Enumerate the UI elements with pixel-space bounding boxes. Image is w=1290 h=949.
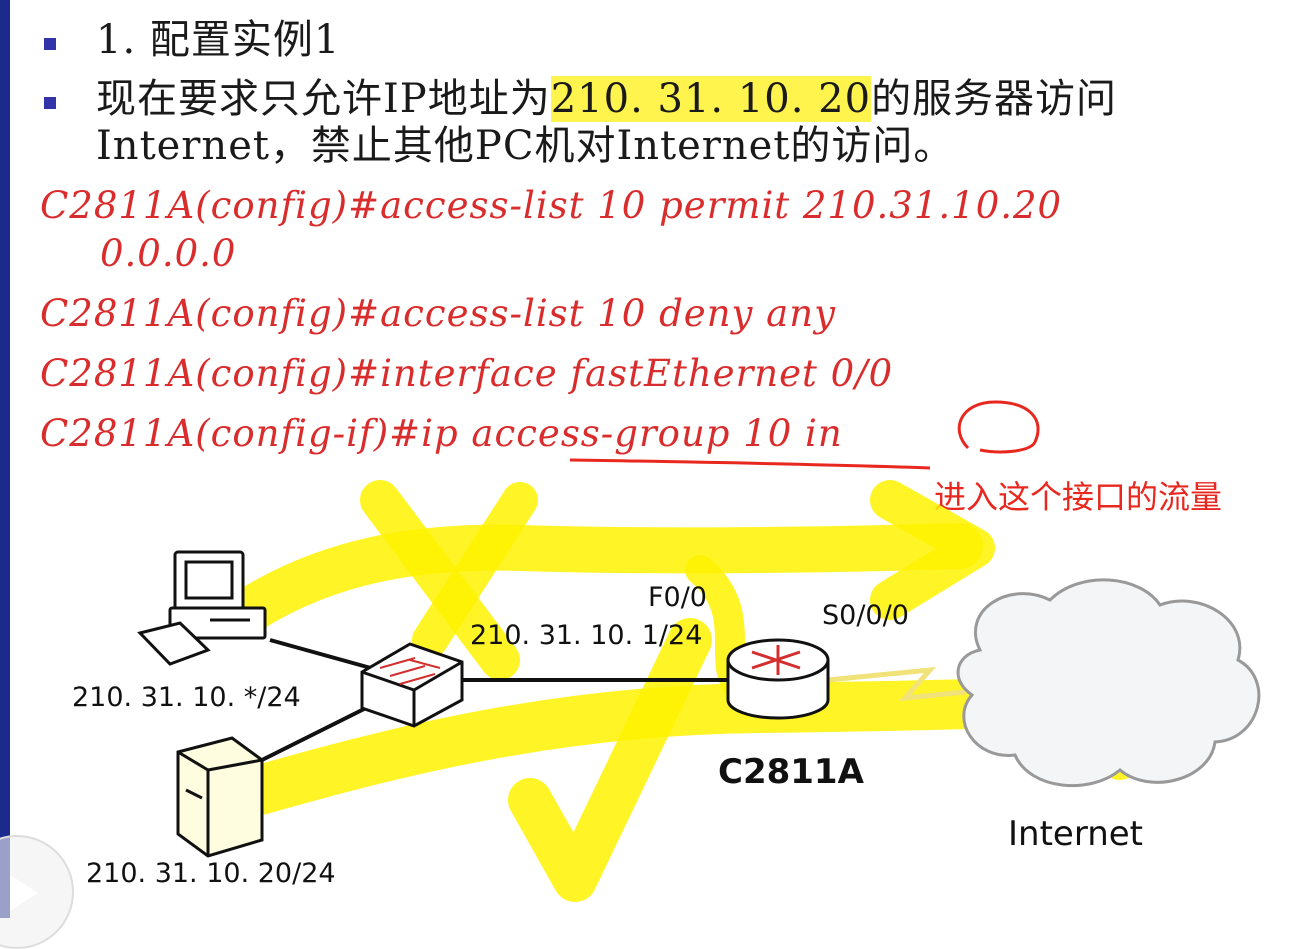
- bullet-marker: [44, 97, 56, 109]
- switch-icon: [360, 642, 464, 728]
- f00-ip-label: 210. 31. 10. 1/24: [470, 620, 703, 651]
- serial-link-zigzag: [827, 666, 966, 702]
- play-icon: [10, 875, 38, 911]
- slide-item-2-line-1: 现在要求只允许IP地址为210. 31. 10. 20的服务器访问: [96, 76, 1118, 122]
- highlighted-server-ip: 210. 31. 10. 20: [550, 76, 872, 122]
- command-line-1-wildcard: 0.0.0.0: [100, 232, 237, 275]
- server-ip-label: 210. 31. 10. 20/24: [86, 858, 336, 889]
- highlighter-cross-left: [360, 480, 520, 680]
- pc-icon: [137, 550, 267, 666]
- link-pc-switch: [269, 638, 379, 672]
- highlighter-check: [508, 618, 712, 902]
- bullet-marker: [44, 38, 56, 50]
- router-name-label: C2811A: [718, 752, 864, 792]
- requirement-text-end: 的服务器访问: [871, 76, 1118, 122]
- red-markup: [569, 400, 1040, 470]
- internet-label: Internet: [1008, 814, 1144, 854]
- inbound-traffic-annotation: 进入这个接口的流量: [934, 478, 1223, 516]
- router-icon: [726, 638, 830, 720]
- f00-interface-label: F0/0: [648, 582, 707, 613]
- link-server-switch: [261, 698, 383, 762]
- network-links: [261, 638, 728, 762]
- command-line-2: C2811A(config)#access-list 10 deny any: [40, 292, 836, 335]
- in-circle-mark: [957, 400, 1040, 454]
- server-icon: [176, 736, 264, 858]
- highlighter-arrowhead-top: [870, 480, 995, 620]
- slide-left-accent-bar: [0, 0, 10, 918]
- slide-item-1: 1. 配置实例1: [96, 17, 341, 63]
- command-line-4: C2811A(config-if)#ip access-group 10 in: [40, 412, 843, 455]
- command-line-1: C2811A(config)#access-list 10 permit 210…: [40, 184, 1063, 227]
- cloud-icon: [956, 578, 1261, 788]
- diagram-canvas: [137, 400, 1261, 902]
- underline-mark: [569, 458, 931, 470]
- requirement-text: 现在要求只允许IP地址为: [96, 76, 551, 122]
- slide-item-2-line-2: Internet，禁止其他PC机对Internet的访问。: [96, 123, 955, 169]
- highlighter-cross-right: [412, 482, 538, 658]
- command-line-3: C2811A(config)#interface fastEthernet 0/…: [40, 352, 894, 395]
- highlighter-arrow-top: [227, 523, 983, 633]
- pc-subnet-label: 210. 31. 10. */24: [72, 682, 301, 713]
- s000-interface-label: S0/0/0: [822, 600, 909, 631]
